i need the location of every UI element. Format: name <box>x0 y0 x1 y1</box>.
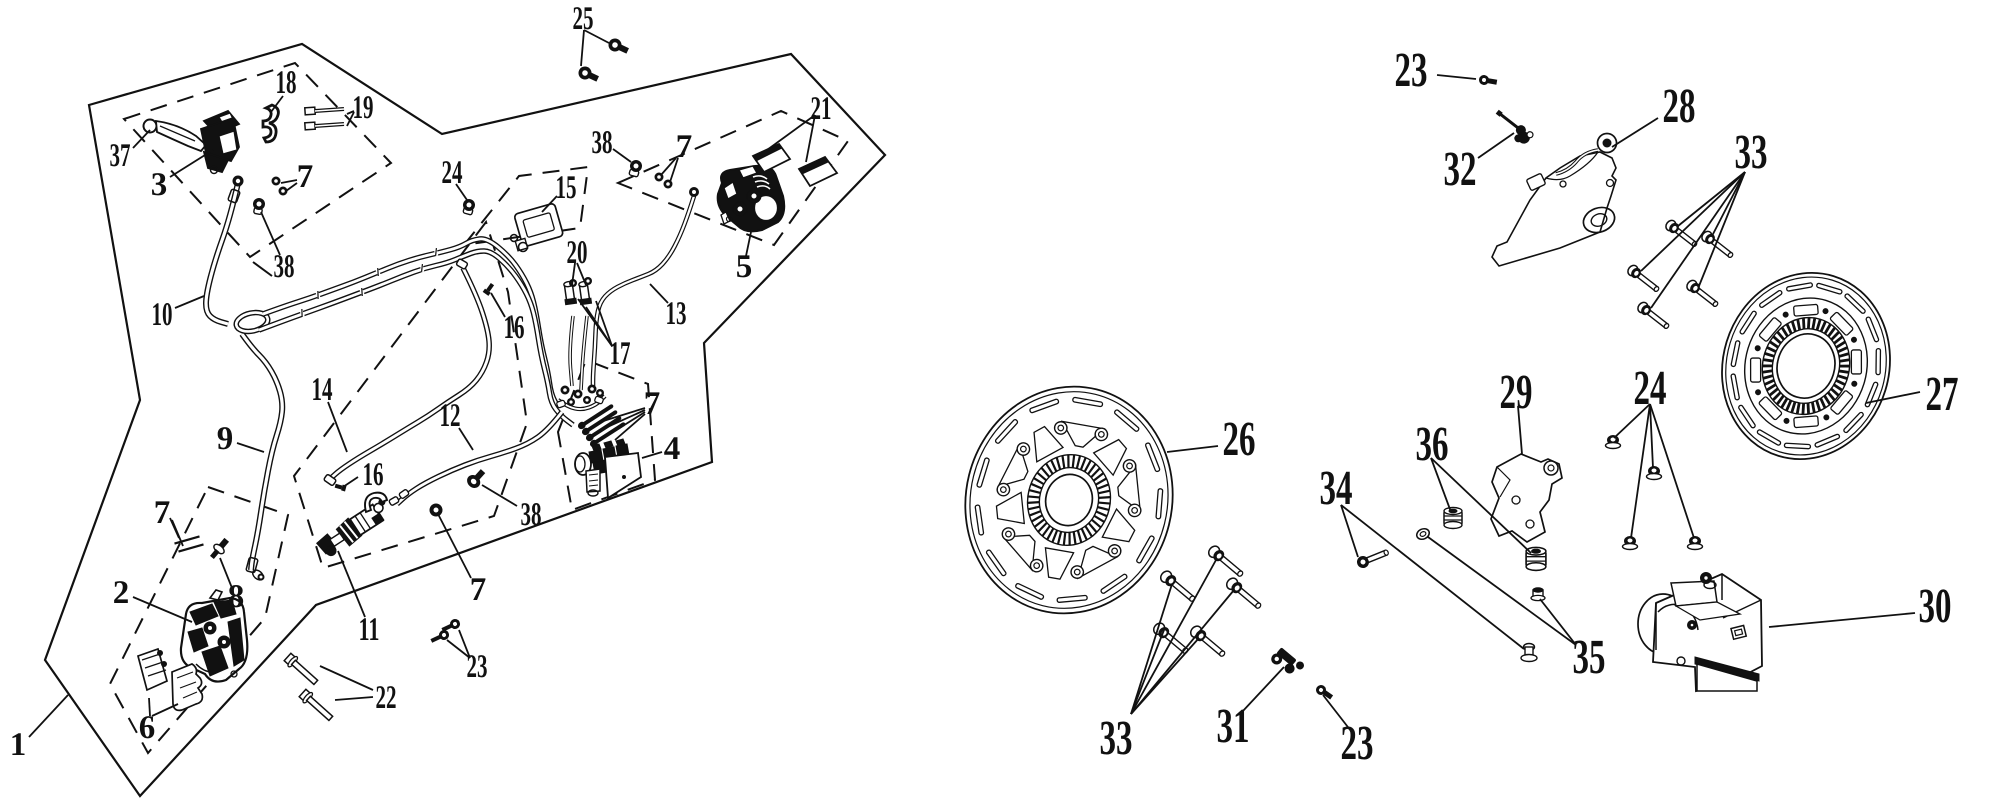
svg-text:5: 5 <box>736 249 753 285</box>
svg-text:7: 7 <box>470 572 487 608</box>
svg-text:23: 23 <box>1395 42 1428 97</box>
svg-text:38: 38 <box>274 249 295 285</box>
svg-text:38: 38 <box>521 497 542 533</box>
svg-text:33: 33 <box>1100 710 1133 765</box>
svg-text:33: 33 <box>1735 124 1768 179</box>
svg-text:16: 16 <box>363 457 384 493</box>
svg-text:17: 17 <box>610 336 631 372</box>
svg-text:30: 30 <box>1919 578 1952 633</box>
svg-text:37: 37 <box>110 138 131 174</box>
svg-text:26: 26 <box>1223 411 1256 466</box>
svg-text:7: 7 <box>297 159 314 195</box>
svg-text:10: 10 <box>152 297 173 333</box>
svg-text:35: 35 <box>1573 629 1606 684</box>
svg-text:14: 14 <box>312 372 333 408</box>
svg-text:32: 32 <box>1444 141 1477 196</box>
svg-text:27: 27 <box>1926 366 1959 421</box>
svg-text:12: 12 <box>440 398 461 434</box>
svg-text:1: 1 <box>10 727 27 763</box>
svg-text:20: 20 <box>567 235 588 271</box>
svg-text:21: 21 <box>811 91 832 127</box>
svg-text:23: 23 <box>467 649 488 685</box>
svg-text:18: 18 <box>276 65 297 101</box>
svg-text:2: 2 <box>113 575 130 611</box>
svg-text:13: 13 <box>666 296 687 332</box>
svg-text:7: 7 <box>154 495 171 531</box>
svg-text:3: 3 <box>151 167 168 203</box>
svg-text:16: 16 <box>504 310 525 346</box>
svg-text:38: 38 <box>592 125 613 161</box>
svg-text:25: 25 <box>573 1 594 37</box>
svg-text:24: 24 <box>442 155 463 191</box>
svg-text:34: 34 <box>1320 460 1353 515</box>
svg-text:15: 15 <box>556 170 577 206</box>
svg-text:7: 7 <box>644 386 661 422</box>
svg-text:28: 28 <box>1663 78 1696 133</box>
svg-text:22: 22 <box>376 680 397 716</box>
svg-text:9: 9 <box>217 421 234 457</box>
svg-text:6: 6 <box>139 710 156 746</box>
svg-text:19: 19 <box>353 90 374 126</box>
svg-text:31: 31 <box>1217 698 1250 753</box>
svg-text:4: 4 <box>664 431 681 467</box>
svg-text:7: 7 <box>676 129 693 165</box>
svg-text:29: 29 <box>1500 364 1533 419</box>
svg-text:11: 11 <box>359 612 380 648</box>
